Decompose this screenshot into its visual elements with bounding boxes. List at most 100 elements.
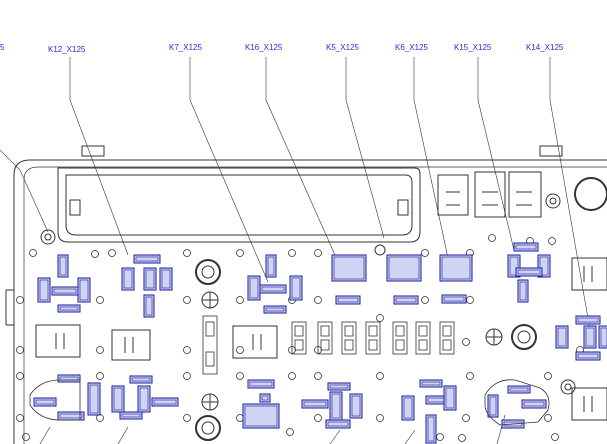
mounting-hole xyxy=(462,414,470,422)
mounting-hole xyxy=(236,372,244,380)
connector-terminal xyxy=(325,419,351,429)
mounting-hole xyxy=(16,414,24,422)
connector-terminal xyxy=(151,397,179,407)
connector-terminal xyxy=(335,295,361,305)
mounting-hole xyxy=(16,372,24,380)
mounting-hole xyxy=(376,414,384,422)
mounting-hole xyxy=(548,237,556,245)
connector-terminal xyxy=(265,254,277,278)
connector-terminal xyxy=(439,254,473,282)
mounting-hole xyxy=(96,414,104,422)
edge-callout-fragment: 5 xyxy=(0,43,5,52)
carrier-right xyxy=(484,379,550,426)
mounting-hole xyxy=(544,372,552,380)
callout-label-k7: K7_X125 xyxy=(169,43,202,52)
connector-terminal xyxy=(289,275,303,301)
connector-terminal xyxy=(329,391,343,421)
carrier-left xyxy=(29,379,81,421)
mounting-hole xyxy=(29,249,37,257)
mounting-hole xyxy=(288,249,296,257)
blade-fuse xyxy=(365,321,381,355)
mounting-holes xyxy=(16,234,584,442)
connector-terminal xyxy=(263,305,287,314)
mounting-hole xyxy=(183,414,191,422)
mounting-hole xyxy=(551,433,559,441)
mounting-hole xyxy=(314,296,322,304)
connector-terminal xyxy=(301,399,329,409)
mounting-hole xyxy=(236,414,244,422)
connector-terminal xyxy=(393,295,419,305)
connector-terminal xyxy=(327,382,351,391)
connector-terminal xyxy=(143,267,157,291)
connector-terminal xyxy=(247,379,275,389)
leader-line-k14 xyxy=(549,57,591,331)
mounting-hole xyxy=(236,249,244,257)
plug-sockets xyxy=(35,257,607,421)
connector-terminal xyxy=(575,351,601,361)
connector-terminal xyxy=(555,325,569,349)
connector-terminal xyxy=(129,375,153,384)
connector-terminal xyxy=(51,286,79,296)
mounting-hole xyxy=(458,434,466,442)
connector-terminal xyxy=(159,267,173,291)
mounting-hole xyxy=(16,346,24,354)
mounting-hole xyxy=(376,314,384,322)
connector-terminal xyxy=(111,385,125,413)
connector-terminal xyxy=(57,254,69,278)
mounting-hole xyxy=(108,249,116,257)
leader-line-k7 xyxy=(189,57,269,283)
connector-terminal xyxy=(401,395,415,421)
blade-fuse xyxy=(291,321,307,355)
connector-terminal xyxy=(513,242,539,252)
mounting-hole xyxy=(183,296,191,304)
leader-lines xyxy=(0,57,591,444)
connector-terminal xyxy=(517,279,529,303)
connector-terminal xyxy=(443,385,457,411)
connector-terminal xyxy=(57,304,81,313)
connector-terminal xyxy=(57,374,81,383)
terminal-carriers xyxy=(29,379,550,426)
blade-fuse xyxy=(439,321,455,355)
connector-terminal xyxy=(77,277,91,303)
connector-terminal xyxy=(583,325,597,349)
blade-fuse xyxy=(415,321,431,355)
callout-label-k16: K16_X125 xyxy=(245,43,283,52)
screw-bosses xyxy=(40,193,576,441)
mounting-hole xyxy=(183,249,191,257)
connector-terminal xyxy=(37,277,51,303)
connector-terminal xyxy=(575,315,601,325)
mounting-hole xyxy=(91,250,99,258)
blade-fuse xyxy=(341,321,357,355)
callout-label-k5: K5_X125 xyxy=(326,43,359,52)
mounting-hole xyxy=(183,372,191,380)
mounting-hole xyxy=(96,346,104,354)
leader-line-k15 xyxy=(477,57,515,251)
mounting-hole xyxy=(314,372,322,380)
mounting-hole xyxy=(462,338,470,346)
leader-line-k6 xyxy=(413,57,449,259)
leader-line-bottom-1 xyxy=(39,426,51,444)
connector-terminal xyxy=(121,267,135,291)
connector-terminal xyxy=(386,254,422,282)
mounting-hole xyxy=(376,372,384,380)
connector-terminal xyxy=(137,385,151,413)
connector-terminal xyxy=(419,379,443,388)
blade-fuse xyxy=(317,321,333,355)
connector-terminal xyxy=(487,394,499,418)
mounting-hole xyxy=(466,296,474,304)
connector-terminal xyxy=(133,254,161,264)
callout-label-k12: K12_X125 xyxy=(48,45,86,54)
leader-line-k12 xyxy=(69,57,129,256)
connector-terminal xyxy=(521,399,547,409)
connector-terminal xyxy=(425,414,437,444)
connector-terminal xyxy=(507,385,531,394)
connector-terminal xyxy=(143,294,155,318)
leader-line-k16 xyxy=(265,57,336,256)
connector-terminal xyxy=(33,397,57,407)
mounting-hole xyxy=(183,346,191,354)
blade-fuse xyxy=(392,321,408,355)
mounting-hole xyxy=(421,296,429,304)
connector-terminal xyxy=(598,325,607,349)
callout-label-k14: K14_X125 xyxy=(526,43,564,52)
